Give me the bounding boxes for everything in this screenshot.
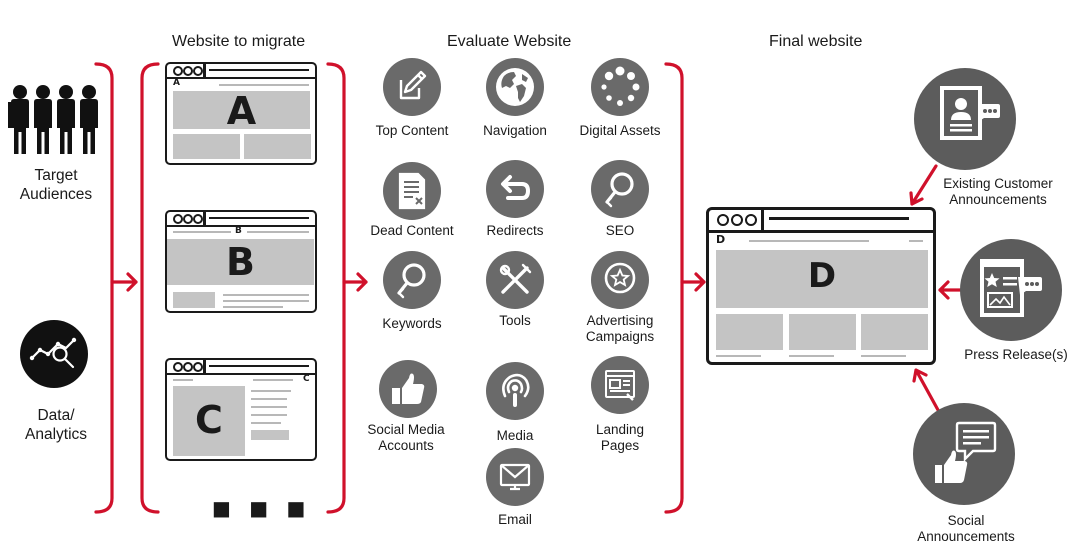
target-audiences-label: Target Audiences [19, 167, 93, 203]
arrow-press-to-final [938, 280, 962, 300]
more-sites-ellipsis: ■ ■ ■ [212, 496, 312, 520]
seo-label: SEO [605, 223, 635, 238]
media-label: Media [496, 428, 534, 443]
window-dot [173, 362, 183, 372]
podcast-icon [486, 362, 544, 420]
window-dot [731, 214, 743, 226]
keyword-magnifier-icon [383, 251, 441, 309]
website-c: C C [165, 358, 317, 461]
tools-label: Tools [499, 313, 531, 328]
window-dot [745, 214, 757, 226]
site-b-letter: B [226, 240, 255, 284]
window-dot [183, 362, 193, 372]
top-content-label: Top Content [375, 123, 449, 138]
site-a-corner-letter: A [173, 78, 180, 88]
bracket-evaluate-right [664, 62, 684, 514]
customer-profile-icon [914, 68, 1016, 170]
arrow-sites-to-evaluate [342, 272, 368, 292]
bracket-migrate-left [140, 62, 160, 514]
arrow-social-to-final [912, 368, 940, 412]
website-b: B B [165, 210, 317, 313]
data-analytics-label: Data/ Analytics [24, 407, 88, 443]
site-a-letter: A [226, 89, 257, 133]
arrow-evaluate-to-final [680, 272, 706, 292]
window-dot [173, 66, 183, 76]
analytics-icon [20, 320, 88, 388]
email-label: Email [498, 512, 532, 527]
heading-evaluate-website: Evaluate Website [447, 33, 572, 50]
dead-document-icon [383, 162, 441, 220]
star-badge-icon [591, 251, 649, 309]
loading-dots-icon [591, 58, 649, 116]
bracket-migrate-right [326, 62, 346, 514]
bracket-inputs-right [94, 62, 114, 514]
thumbs-up-icon [379, 360, 437, 418]
browser-bar [167, 64, 315, 79]
existing-customer-label: Existing Customer Announcements [943, 176, 1053, 207]
window-dot [193, 362, 203, 372]
landing-page-icon [591, 356, 649, 414]
window-dot [193, 66, 203, 76]
site-d-corner-letter: D [716, 233, 726, 246]
site-c-letter: C [195, 398, 223, 442]
window-dot [183, 214, 193, 224]
email-icon [486, 448, 544, 506]
navigation-label: Navigation [483, 123, 547, 138]
window-dot [183, 66, 193, 76]
window-dot [717, 214, 729, 226]
social-media-accounts-label: Social Media Accounts [367, 422, 445, 453]
window-dot [193, 214, 203, 224]
browser-bar [709, 210, 933, 233]
heading-final-website: Final website [769, 33, 863, 50]
advertising-campaigns-label: Advertising Campaigns [585, 313, 655, 344]
redirects-label: Redirects [486, 223, 544, 238]
press-release-icon [960, 239, 1062, 341]
social-announcement-icon [913, 403, 1015, 505]
digital-assets-label: Digital Assets [579, 123, 661, 138]
press-release-label: Press Release(s) [964, 347, 1068, 362]
seo-magnifier-icon [591, 160, 649, 218]
target-audiences-icon [8, 85, 98, 154]
top-content-icon [383, 58, 441, 116]
site-c-corner-letter: C [303, 374, 310, 384]
website-a: A A [165, 62, 317, 165]
landing-pages-label: Landing Pages [595, 422, 645, 453]
keywords-label: Keywords [382, 316, 442, 331]
dead-content-label: Dead Content [370, 223, 454, 238]
site-b-corner-letter: B [235, 226, 242, 236]
redirect-arrow-icon [486, 160, 544, 218]
arrow-inputs-to-sites [110, 272, 138, 292]
browser-bar [167, 360, 315, 375]
site-d-letter: D [807, 256, 837, 296]
browser-bar [167, 212, 315, 227]
window-dot [173, 214, 183, 224]
website-d: D D [706, 207, 936, 365]
globe-icon [486, 58, 544, 116]
arrow-customer-to-final [909, 164, 938, 206]
heading-website-to-migrate: Website to migrate [172, 33, 306, 50]
social-announcements-label: Social Announcements [917, 513, 1015, 544]
tools-icon [486, 251, 544, 309]
